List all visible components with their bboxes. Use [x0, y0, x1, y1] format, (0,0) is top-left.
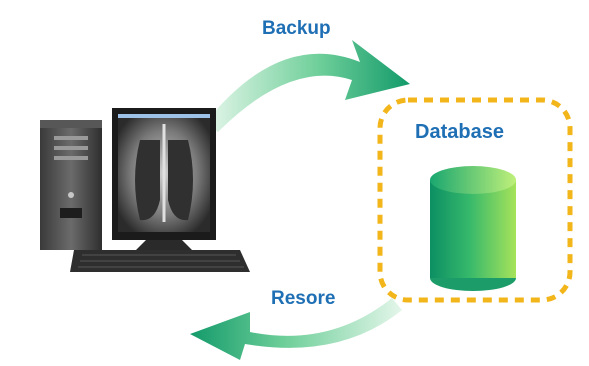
- keyboard-icon: [70, 250, 250, 272]
- restore-label: Resore: [271, 288, 336, 309]
- database-boundary: [377, 97, 573, 303]
- backup-arrow: [206, 40, 410, 132]
- monitor-icon: [112, 108, 216, 252]
- restore-arrow: [190, 298, 402, 360]
- pc-tower-icon: [40, 120, 102, 250]
- database-cylinder-icon: [430, 166, 516, 291]
- backup-label: Backup: [262, 18, 331, 39]
- database-label: Database: [415, 121, 504, 143]
